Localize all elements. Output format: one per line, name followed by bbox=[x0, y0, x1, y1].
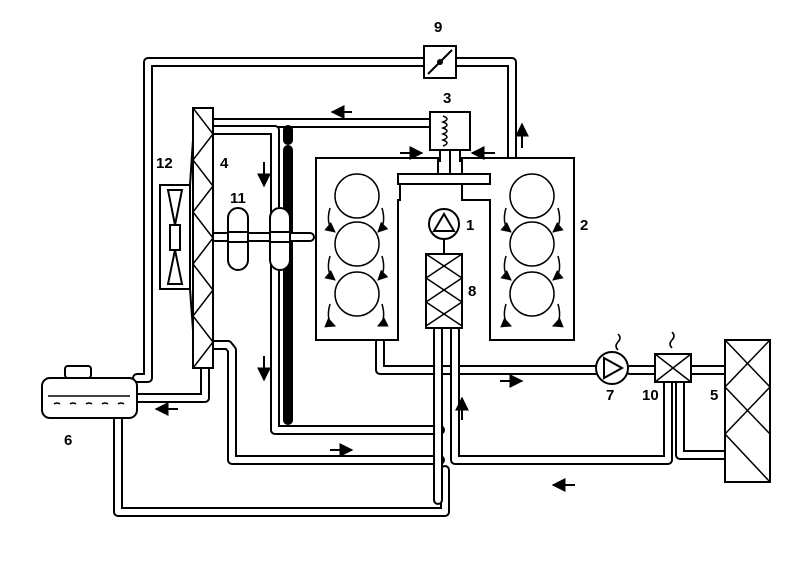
engine-bank-left bbox=[315, 157, 439, 341]
cylinder-circle bbox=[509, 221, 555, 267]
cylinder-circle bbox=[509, 173, 555, 219]
label-6: 6 bbox=[64, 432, 72, 449]
cooler-5 bbox=[723, 339, 772, 483]
cylinder-circle bbox=[334, 271, 380, 317]
label-12: 12 bbox=[156, 155, 173, 172]
flow-arrows bbox=[154, 105, 575, 492]
label-7: 7 bbox=[606, 387, 614, 404]
engine-bank-right bbox=[461, 157, 575, 341]
radiator-4 bbox=[192, 107, 214, 369]
thermostat-9 bbox=[423, 45, 457, 79]
cylinder-circle bbox=[509, 271, 555, 317]
label-4: 4 bbox=[220, 155, 229, 172]
label-2: 2 bbox=[580, 217, 588, 234]
valve-10 bbox=[654, 331, 692, 383]
label-9: 9 bbox=[434, 19, 442, 36]
heater-11-left bbox=[227, 207, 249, 271]
component-8 bbox=[424, 253, 464, 329]
fan-12 bbox=[159, 139, 194, 331]
label-1: 1 bbox=[466, 217, 474, 234]
crossover-duct bbox=[397, 173, 491, 185]
cylinder-circle bbox=[334, 173, 380, 219]
label-8: 8 bbox=[468, 283, 476, 300]
pump-7 bbox=[595, 333, 629, 385]
label-10: 10 bbox=[642, 387, 659, 404]
cylinder-circle bbox=[334, 221, 380, 267]
labels: 1 2 3 4 5 6 7 8 9 10 11 12 bbox=[64, 19, 718, 449]
expansion-tank-6 bbox=[41, 365, 138, 419]
pump-1 bbox=[428, 208, 460, 254]
label-3: 3 bbox=[443, 90, 451, 107]
label-5: 5 bbox=[710, 387, 718, 404]
valve-3 bbox=[429, 111, 471, 174]
label-11: 11 bbox=[230, 190, 246, 207]
heater-11-right bbox=[269, 207, 291, 271]
